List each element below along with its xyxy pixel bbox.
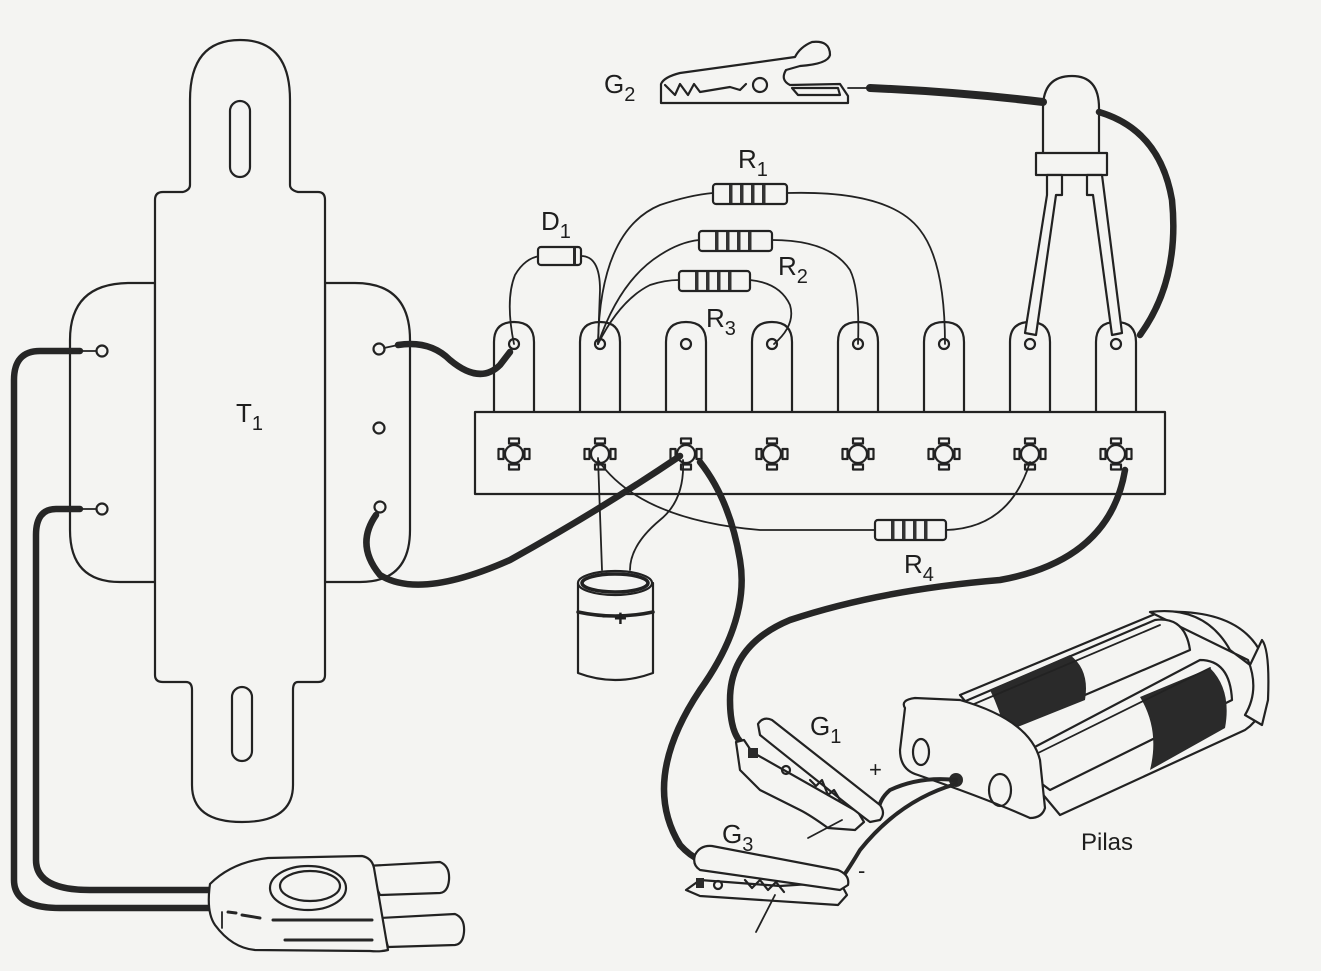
terminal-lug (1008, 320, 1052, 412)
label-g1: G1 (810, 711, 841, 748)
terminal-lug (492, 320, 536, 412)
transformer-terminal (95, 502, 109, 516)
wire-g2-to-led (866, 84, 1047, 106)
transformer: T1 (68, 38, 412, 824)
terminal-lug-hole (507, 337, 521, 351)
terminal-rivet (497, 437, 531, 471)
terminal-lug-hole (679, 337, 693, 351)
capacitor-plus: + (614, 606, 627, 631)
label-g3: G3 (722, 819, 753, 856)
led-leg (1085, 173, 1124, 337)
terminal-lug-hole (937, 337, 951, 351)
resistor-lead (597, 192, 714, 345)
led (1023, 74, 1124, 337)
terminal-lug (750, 320, 794, 412)
capacitor-lead (629, 459, 685, 571)
label-r1: R1 (738, 144, 768, 181)
led-leg (1023, 173, 1064, 337)
label-t1: T1 (236, 398, 263, 435)
mounting-slot-bottom (230, 685, 254, 763)
resistor-lead (597, 279, 680, 345)
terminal-strip-base (473, 410, 1167, 496)
terminal-lug (1094, 320, 1138, 412)
wire-secondary-bottom (363, 452, 684, 588)
transformer-terminal (372, 342, 386, 356)
diode-d1 (536, 245, 583, 267)
alligator-clip-g1 (734, 717, 885, 839)
terminal-rivet (927, 437, 961, 471)
terminal-rivet (841, 437, 875, 471)
resistor-r1 (711, 182, 789, 206)
terminal-rivet (583, 437, 617, 471)
label-pilas: Pilas (1081, 829, 1133, 856)
resistor-r4 (873, 518, 948, 542)
mains-wire (32, 505, 214, 894)
transformer-terminal (95, 344, 109, 358)
wire-led-to-lug (1095, 108, 1177, 339)
resistor-r2 (697, 229, 774, 253)
resistor-lead (597, 459, 876, 531)
diode-lead (508, 255, 541, 345)
resistor-lead (771, 239, 860, 345)
diode-lead (579, 255, 601, 345)
terminal-lug (922, 320, 966, 412)
label-g2: G2 (604, 69, 635, 106)
transformer-core (153, 38, 327, 824)
label-d1: D1 (541, 206, 571, 243)
resistor-r3 (677, 269, 752, 293)
resistor-lead (945, 461, 1031, 531)
resistor-lead (786, 191, 946, 345)
resistor-lead (597, 239, 700, 345)
mains-cord (10, 347, 466, 953)
label-r4: R4 (904, 549, 934, 586)
label-plus: + (869, 757, 882, 782)
terminal-strip (473, 320, 1167, 496)
label-minus: - (858, 858, 865, 883)
label-r2: R2 (778, 251, 808, 288)
capacitor-lead (597, 457, 603, 571)
alligator-clip-g2 (659, 40, 871, 105)
wire-secondary-top (394, 340, 514, 377)
terminal-lug (578, 320, 622, 412)
electrolytic-capacitor: − + (576, 569, 655, 682)
terminal-lug-hole (1023, 337, 1037, 351)
mounting-slot-top (228, 99, 252, 179)
terminal-rivet (1099, 437, 1133, 471)
transformer-terminal (373, 500, 387, 514)
alligator-clip-g3 (684, 844, 850, 933)
wire-strip-to-battery (726, 466, 1129, 749)
mains-plug (207, 854, 466, 953)
terminal-lug (664, 320, 708, 412)
terminal-lug-hole (765, 337, 779, 351)
resistor-lead (749, 279, 793, 345)
battery-holder (898, 610, 1270, 820)
terminal-lug-hole (1109, 337, 1123, 351)
terminal-rivet (755, 437, 789, 471)
capacitor-minus: − (602, 609, 611, 626)
label-r3: R3 (706, 303, 736, 340)
transformer-terminal (372, 421, 386, 435)
mains-wire (10, 347, 214, 912)
